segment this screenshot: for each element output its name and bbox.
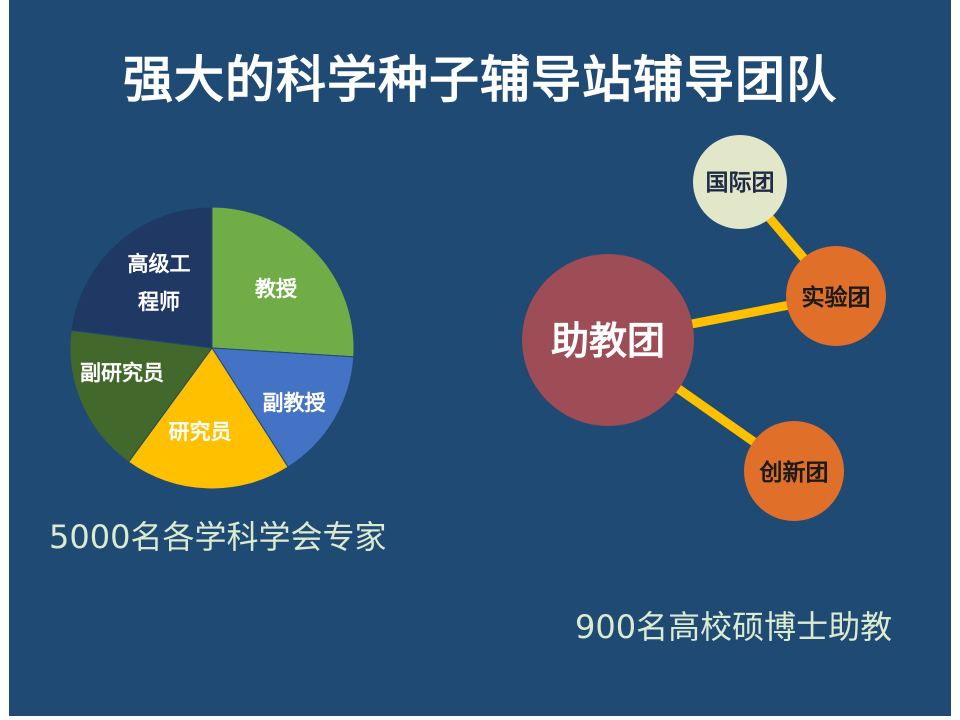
pie-slice-4 xyxy=(70,206,213,349)
page-title: 强大的科学种子辅导站辅导团队 xyxy=(123,51,837,109)
experts-caption: 5000名各学科学会专家 xyxy=(49,518,387,556)
pie-label-0: 教授 xyxy=(255,277,298,301)
node-intl-label: 国际团 xyxy=(706,170,775,196)
slide-background: 强大的科学种子辅导站辅导团队 教授副教授研究员 副研究员 高级工程师 国际团 实验团… xyxy=(9,0,951,716)
pie-label-4: 高级工程师 xyxy=(128,252,191,314)
pie-slice-0 xyxy=(211,206,355,358)
node-innov-label: 创新团 xyxy=(759,459,829,486)
node-innov xyxy=(744,421,844,521)
pie-slice-1 xyxy=(211,347,355,468)
pie-label-2: 研究员 xyxy=(169,420,232,444)
pie-slice-3 xyxy=(69,329,213,463)
node-center xyxy=(522,254,694,426)
pie-label-3: 副研究员 xyxy=(80,361,164,385)
pie-label-1: 副教授 xyxy=(263,391,327,415)
node-lab xyxy=(786,246,886,346)
node-intl xyxy=(693,135,787,229)
pie-slice-2 xyxy=(127,347,289,490)
node-lab-label: 实验团 xyxy=(802,284,871,311)
node-center-label: 助教团 xyxy=(551,319,665,363)
assistants-caption: 900名高校硕博士助教 xyxy=(575,608,893,646)
